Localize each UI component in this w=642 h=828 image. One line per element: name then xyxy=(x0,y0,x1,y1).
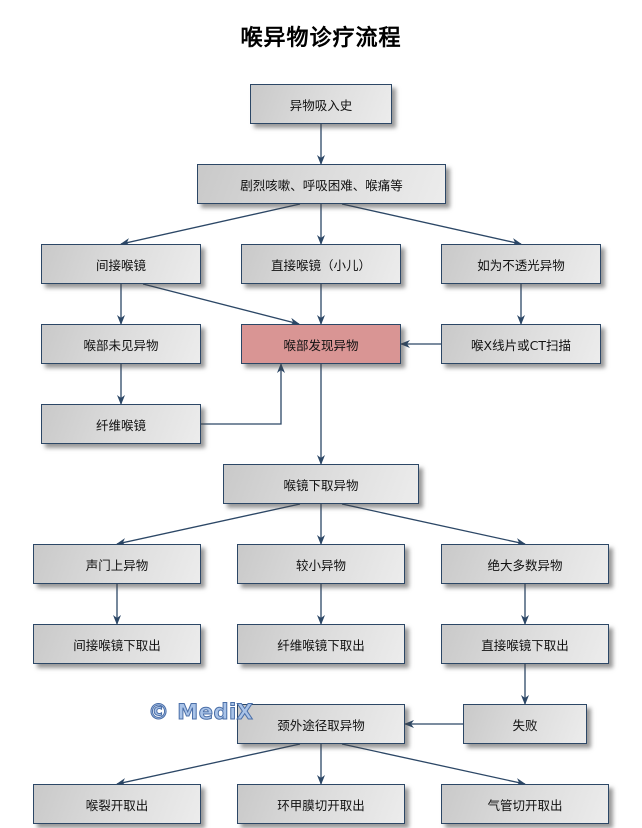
edge-symptoms-to-indirect-laryngoscopy xyxy=(120,203,301,246)
edge-indirect-laryngoscopy-to-found xyxy=(142,283,300,326)
node-history: 异物吸入史 xyxy=(250,84,392,124)
edge-laryngoscopic-removal-to-majority xyxy=(341,503,526,546)
node-laryngofissure: 喉裂开取出 xyxy=(33,784,201,824)
node-smaller: 较小异物 xyxy=(237,544,405,584)
node-indirect-laryngoscopy: 间接喉镜 xyxy=(41,244,201,284)
node-found-highlighted: 喉部发现异物 xyxy=(241,324,401,364)
edge-symptoms-to-radiopaque xyxy=(341,203,522,246)
node-not-found: 喉部未见异物 xyxy=(41,324,201,364)
edge-external-approach-to-laryngofissure xyxy=(116,743,301,786)
node-failure: 失败 xyxy=(463,704,587,744)
node-xray-ct: 喉X线片或CT扫描 xyxy=(441,324,601,364)
edge-external-approach-to-tracheotomy xyxy=(341,743,526,786)
diagram-title: 喉异物诊疗流程 xyxy=(240,26,402,51)
node-external-approach: 颈外途径取异物 xyxy=(237,704,405,744)
node-fiber-laryngoscopy: 纤维喉镜 xyxy=(41,404,201,444)
node-indirect-removal: 间接喉镜下取出 xyxy=(33,624,201,664)
node-supraglottic: 声门上异物 xyxy=(33,544,201,584)
node-laryngoscopic-removal: 喉镜下取异物 xyxy=(223,464,419,504)
node-tracheotomy: 气管切开取出 xyxy=(441,784,609,824)
node-fiber-removal: 纤维喉镜下取出 xyxy=(237,624,405,664)
node-majority: 绝大多数异物 xyxy=(441,544,609,584)
watermark-logo: © MediX xyxy=(147,700,254,725)
edge-fiber-laryngoscopy-to-found xyxy=(201,363,285,425)
node-radiopaque: 如为不透光异物 xyxy=(441,244,601,284)
node-direct-laryngoscopy-child: 直接喉镜（小儿） xyxy=(241,244,401,284)
node-direct-removal: 直接喉镜下取出 xyxy=(441,624,609,664)
edge-laryngoscopic-removal-to-supraglottic xyxy=(116,503,301,546)
node-symptoms: 剧烈咳嗽、呼吸困难、喉痛等 xyxy=(197,164,446,204)
node-cricothyrotomy: 环甲膜切开取出 xyxy=(237,784,405,824)
